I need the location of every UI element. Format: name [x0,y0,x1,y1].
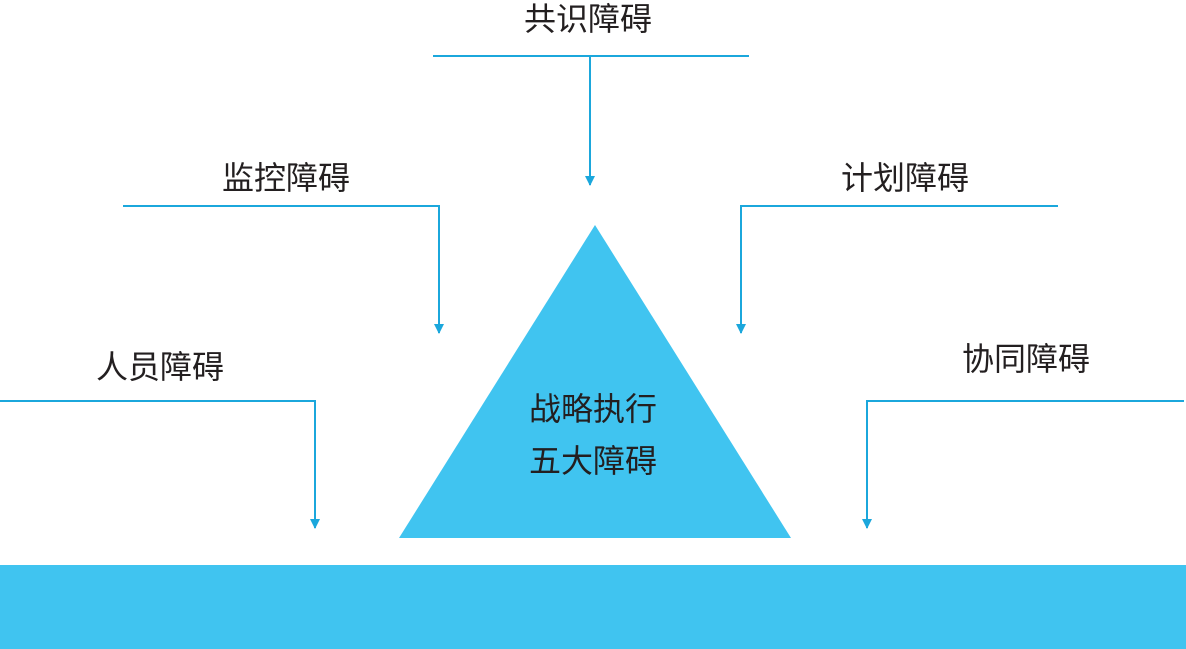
collaboration-barrier-arrow [862,400,1184,529]
consensus-barrier-label: 共识障碍 [524,0,652,38]
personnel-barrier-label: 人员障碍 [96,348,224,386]
triangle-label-line2: 五大障碍 [529,442,657,480]
base-bar [0,565,1186,649]
triangle-label-line1: 战略执行 [529,390,657,428]
personnel-barrier-arrow [0,400,320,529]
planning-barrier-label: 计划障碍 [841,159,969,197]
monitoring-barrier-arrow [123,205,444,334]
strategy-triangle [399,225,791,538]
monitoring-barrier-label: 监控障碍 [222,159,350,197]
planning-barrier-arrow [736,205,1058,334]
collaboration-barrier-label: 协同障碍 [962,340,1090,378]
